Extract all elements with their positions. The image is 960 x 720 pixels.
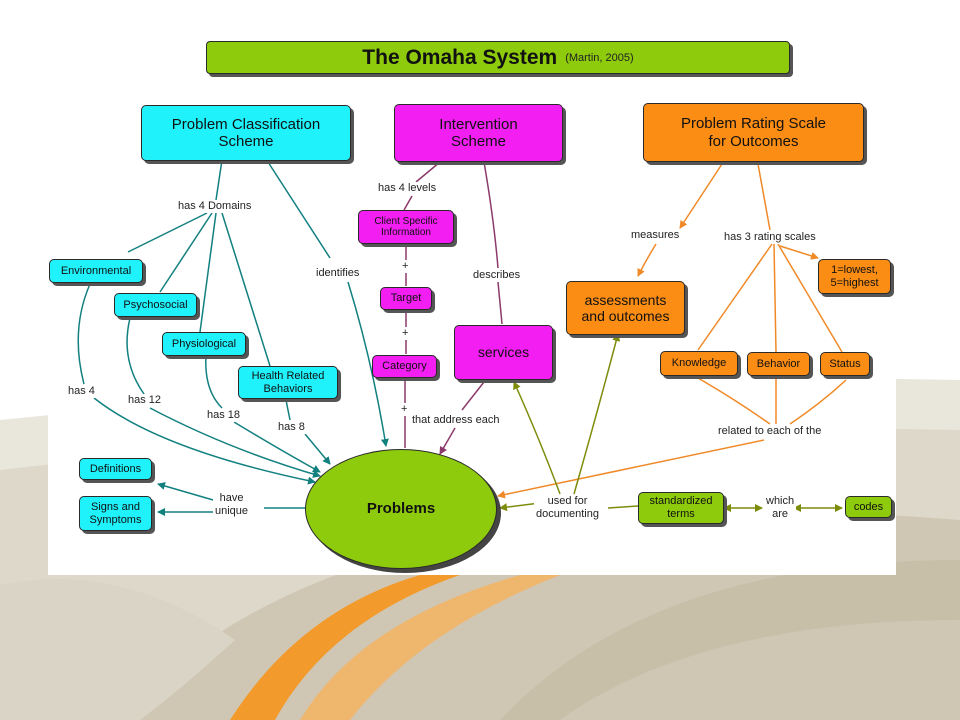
node-health-related-behaviors: Health Related Behaviors	[238, 366, 338, 399]
label-that-address-each: that address each	[410, 414, 502, 427]
node-physiological: Physiological	[162, 332, 246, 356]
node-status: Status	[820, 352, 870, 376]
node-intervention-scheme: Intervention Scheme	[394, 104, 563, 162]
node-environmental: Environmental	[49, 259, 143, 283]
node-problem-classification-scheme: Problem Classification Scheme	[141, 105, 351, 161]
label-plus-3: +	[399, 403, 410, 416]
node-assessments-and-outcomes: assessments and outcomes	[566, 281, 685, 335]
label-has-12: has 12	[126, 394, 164, 407]
label-has-4-domains: has 4 Domains	[176, 200, 254, 213]
label-measures: measures	[629, 229, 682, 242]
node-knowledge: Knowledge	[660, 351, 738, 376]
label-has-4-levels: has 4 levels	[376, 182, 439, 195]
title-citation: (Martin, 2005)	[565, 51, 634, 64]
title-text: The Omaha System	[362, 45, 558, 69]
node-psychosocial: Psychosocial	[114, 293, 197, 317]
node-standardized-terms: standardized terms	[638, 492, 724, 524]
node-behavior: Behavior	[747, 352, 810, 376]
node-signs-and-symptoms: Signs and Symptoms	[79, 496, 152, 531]
label-has-18: has 18	[205, 409, 243, 422]
title-banner: The Omaha System (Martin, 2005)	[206, 41, 790, 74]
node-codes: codes	[845, 496, 892, 518]
label-have-unique: have unique	[213, 492, 251, 518]
node-target: Target	[380, 287, 432, 310]
node-problems: Problems	[305, 449, 497, 569]
node-rating-range: 1=lowest, 5=highest	[818, 259, 891, 294]
label-plus-2: +	[400, 327, 411, 340]
node-category: Category	[372, 355, 437, 378]
node-problem-rating-scale: Problem Rating Scale for Outcomes	[643, 103, 864, 162]
label-identifies: identifies	[314, 267, 362, 280]
label-has-8: has 8	[276, 421, 307, 434]
label-related-to-each-of-the: related to each of the	[716, 425, 824, 438]
node-definitions: Definitions	[79, 458, 152, 480]
label-which-are: which are	[764, 495, 797, 521]
label-used-for-documenting: used for documenting	[534, 495, 601, 521]
label-describes: describes	[471, 269, 523, 282]
node-services: services	[454, 325, 553, 380]
node-client-specific-information: Client Specific Information	[358, 210, 454, 244]
label-plus-1: +	[400, 260, 411, 273]
label-has-4: has 4	[66, 385, 97, 398]
label-has-3-rating-scales: has 3 rating scales	[722, 231, 818, 244]
